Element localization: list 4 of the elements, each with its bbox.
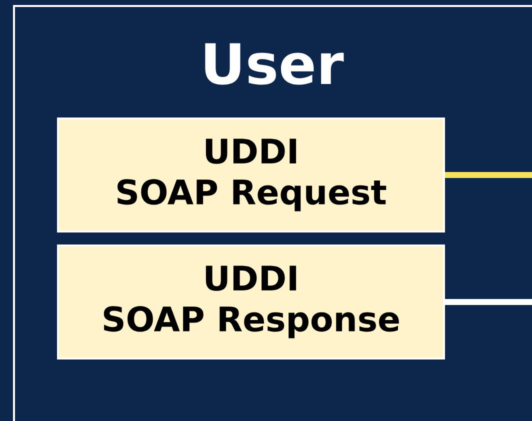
connector-line	[445, 299, 532, 305]
connector-line	[445, 172, 532, 178]
text-box: UDDI SOAP Request	[57, 118, 445, 232]
text-box: UDDI SOAP Response	[57, 244, 445, 360]
